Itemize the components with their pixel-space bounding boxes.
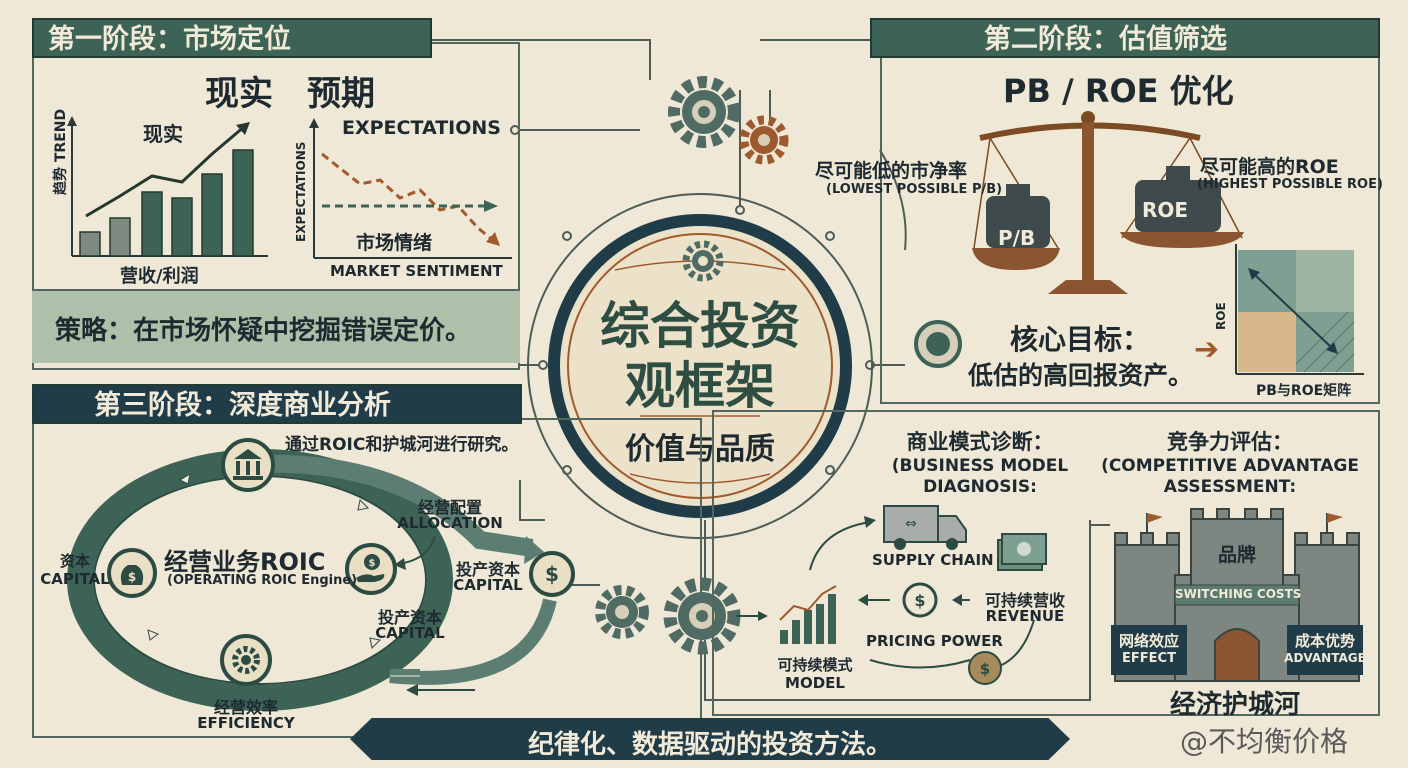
balance-scale <box>972 111 1244 294</box>
cost-advantage-cn: 成本优势 <box>1294 632 1355 650</box>
center-gear-icon <box>682 240 724 282</box>
top-gears-icon <box>668 76 789 165</box>
engine-title: 经营业务ROIC <box>164 548 326 576</box>
low-pb-cn: 尽可能低的市净率 <box>815 160 968 182</box>
goal-node-icon <box>914 320 962 368</box>
matrix-caption: PB与ROE矩阵 <box>1256 383 1352 399</box>
business-title-en-1: (BUSINESS MODEL <box>891 456 1069 476</box>
supply-chain-label: SUPPLY CHAIN <box>872 551 994 569</box>
network-effect-cn: 网络效应 <box>1118 632 1179 650</box>
brand-label: 品牌 <box>1217 544 1256 566</box>
low-pb-en: (LOWEST POSSIBLE P/B) <box>826 182 1003 197</box>
roe-weight <box>1135 180 1221 232</box>
allocation-cn: 经营配置 <box>417 498 482 517</box>
trend-bar <box>171 197 193 257</box>
moat-label: 经济护城河 <box>1169 690 1300 720</box>
reality-chart-ylabel: 趋势 TREND <box>53 108 69 195</box>
pb-weight <box>986 196 1050 248</box>
capital-left-cn: 资本 <box>59 552 90 570</box>
competitive-title-cn: 竞争力评估： <box>1167 430 1293 454</box>
roe-weight-label: ROE <box>1142 198 1189 222</box>
high-roe-en: (HIGHEST POSSIBLE ROE) <box>1197 177 1383 192</box>
allocation-en: ALLOCATION <box>397 514 503 532</box>
strategy-box <box>32 289 520 363</box>
cost-advantage-en: ADVANTAGE <box>1284 651 1366 665</box>
reality-chart-title: 现实 <box>143 122 183 146</box>
trend-bar <box>232 149 254 257</box>
pricing-power-label: PRICING POWER <box>866 632 1003 650</box>
svg-text:$: $ <box>980 660 990 678</box>
expectation-chart <box>309 118 512 259</box>
network-effect-en: EFFECT <box>1122 651 1176 666</box>
business-cycle-diagram: ⇔ $ $ <box>779 505 1047 685</box>
center-title-2: 观框架 <box>625 357 775 415</box>
bottom-gears-icon <box>595 577 768 655</box>
efficiency-en: EFFICIENCY <box>197 714 295 732</box>
svg-text:$: $ <box>545 562 559 586</box>
core-goal-label: 核心目标： <box>1010 323 1151 356</box>
trend-bar <box>79 231 101 257</box>
revenue-cn: 可持续营收 <box>984 591 1065 610</box>
expectation-chart-xlabel: MARKET SENTIMENT <box>330 262 503 280</box>
stage2-heading: PB / ROE 优化 <box>1003 72 1234 110</box>
reality-trend-chart <box>67 116 268 257</box>
strategy-text: 策略：在市场怀疑中挖掘错误定价。 <box>55 316 472 346</box>
coin-icon <box>968 651 1002 685</box>
growth-chart-icon <box>779 585 837 644</box>
stage2-banner: 第二阶段：估值筛选 <box>870 18 1380 58</box>
competitive-title-en-2: ASSESSMENT: <box>1163 477 1297 497</box>
footer-text: 纪律化、数据驱动的投资方法。 <box>527 730 892 760</box>
high-roe-cn: 尽可能高的ROE <box>1200 156 1339 178</box>
competitive-title-en-1: (COMPETITIVE ADVANTAGE <box>1101 456 1359 476</box>
hand-money-icon: $ <box>345 543 397 595</box>
svg-text:$: $ <box>369 558 376 569</box>
svg-text:$: $ <box>128 570 136 584</box>
footer-banner <box>350 718 1070 760</box>
pricing-power-icon <box>902 582 938 618</box>
goal-arrow-icon: ➔ <box>1194 332 1220 367</box>
stage1-banner: 第一阶段：市场定位 <box>32 18 432 58</box>
switching-costs-label: SWITCHING COSTS <box>1175 587 1302 601</box>
engine-subtitle: (OPERATING ROIC Engine) <box>167 573 358 588</box>
pb-roe-matrix <box>1235 244 1364 375</box>
trend-bar <box>141 191 163 257</box>
sentiment-label: 市场情绪 <box>356 232 433 254</box>
trend-arrow <box>85 124 246 218</box>
stage3-intro: 通过ROIC和护城河进行研究。 <box>285 435 519 455</box>
stage3-banner: 第三阶段：深度商业分析 <box>32 384 522 424</box>
invest-bottom-en: CAPITAL <box>375 624 445 642</box>
expectation-chart-ylabel: EXPECTATIONS <box>294 141 308 242</box>
efficiency-cn: 经营效率 <box>213 698 278 717</box>
model-en: MODEL <box>785 674 845 692</box>
dollar-coin-icon: $ <box>529 551 575 597</box>
invest-bottom-cn: 投产资本 <box>377 608 442 627</box>
svg-text:⇔: ⇔ <box>905 516 917 532</box>
invest-right-cn: 投产资本 <box>455 560 520 579</box>
trend-bar <box>109 217 131 257</box>
watermark: @不均衡价格 <box>1180 725 1349 758</box>
bank-icon <box>221 438 275 492</box>
svg-text:$: $ <box>914 591 925 610</box>
matrix-ylabel: ROE <box>1214 302 1228 330</box>
capital-left-en: CAPITAL <box>40 570 110 588</box>
gear-efficiency-icon <box>220 634 272 686</box>
core-goal-text: 低估的高回报资产。 <box>968 361 1194 390</box>
center-title-1: 综合投资 <box>600 297 800 355</box>
business-panel <box>712 410 1380 716</box>
pb-weight-label: P/B <box>998 226 1036 250</box>
model-cn: 可持续模式 <box>777 656 853 674</box>
business-title-en-2: DIAGNOSIS: <box>923 477 1037 497</box>
business-title-cn: 商业模式诊断： <box>906 430 1054 454</box>
trend-bar <box>201 173 223 257</box>
money-bag-icon: $ <box>107 548 157 598</box>
castle-moat-icon <box>1111 508 1363 682</box>
revenue-en: REVENUE <box>985 607 1065 625</box>
sentiment-line <box>321 152 496 244</box>
stage1-heading: 现实 预期 <box>205 74 375 114</box>
reality-chart-xlabel: 营收/利润 <box>120 266 199 287</box>
trend-bars <box>79 149 254 257</box>
expectation-chart-title: EXPECTATIONS <box>342 117 501 139</box>
invest-right-en: CAPITAL <box>453 576 523 594</box>
